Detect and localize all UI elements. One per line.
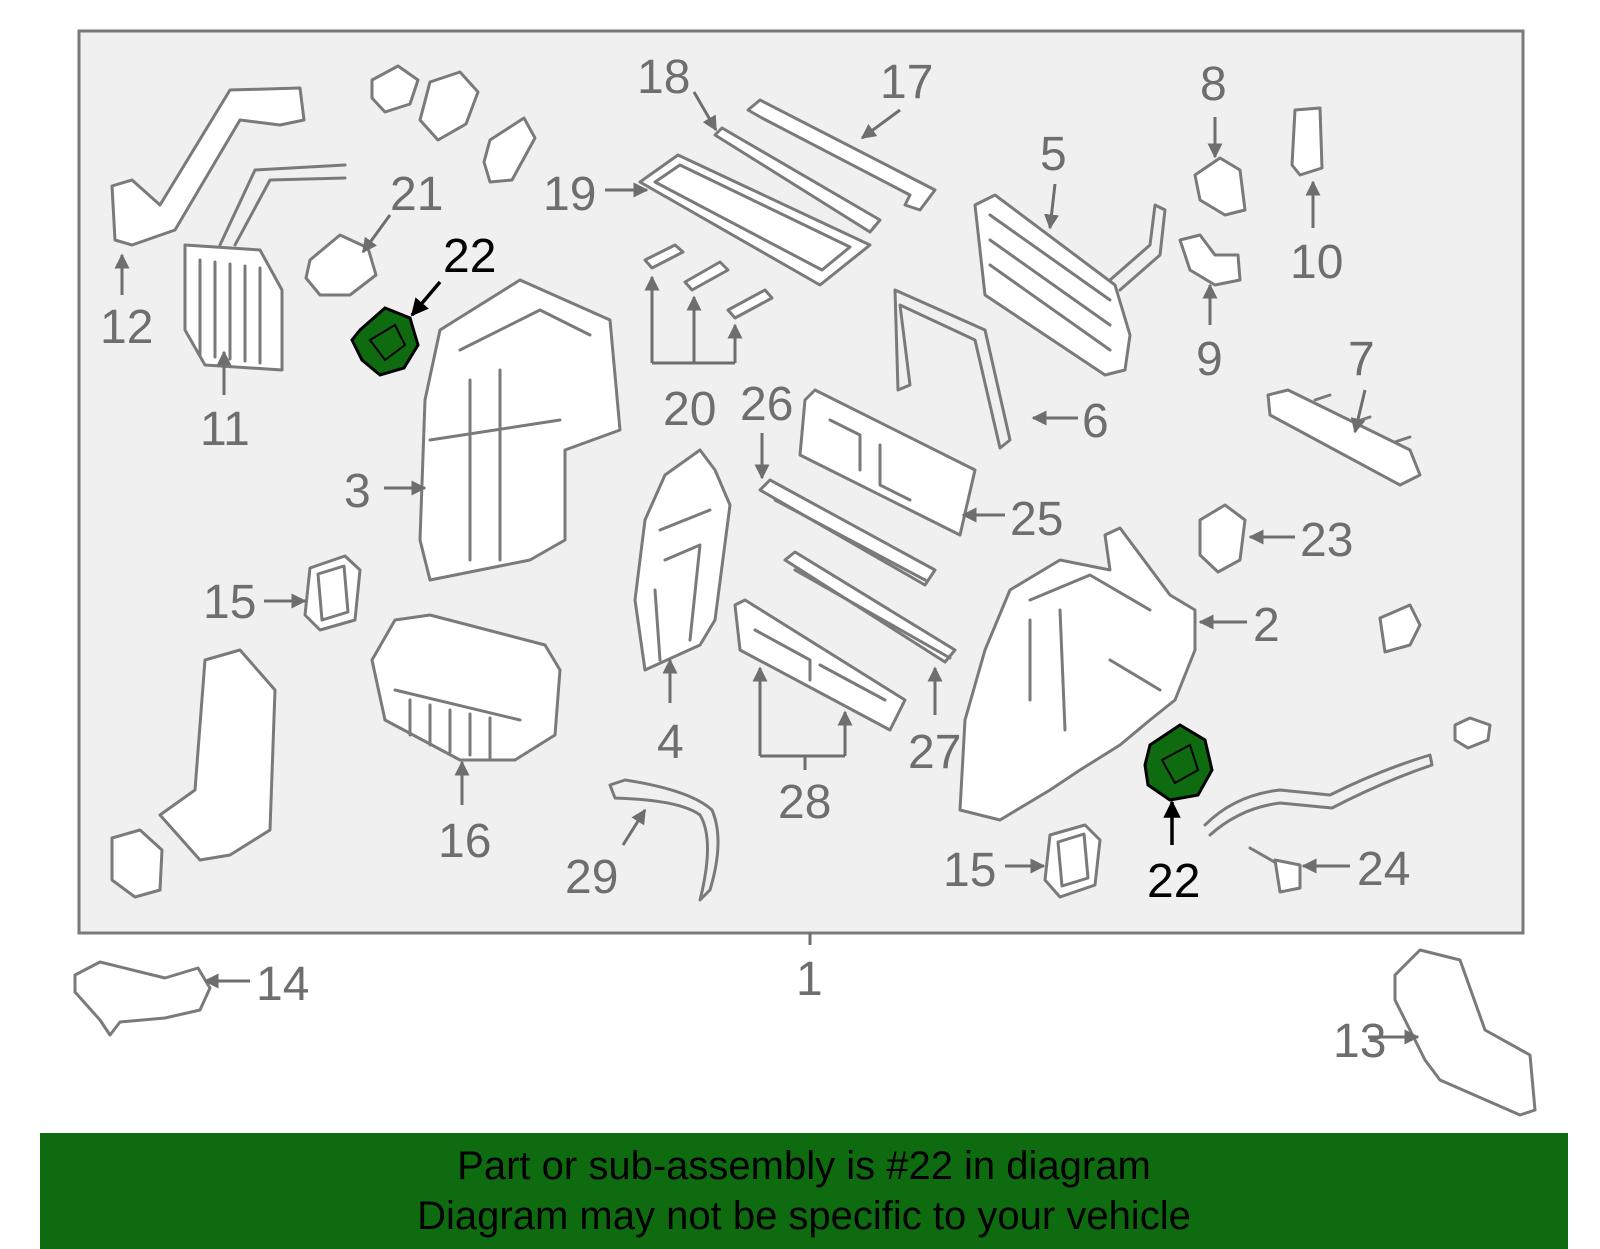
callout-21: 21 — [390, 168, 443, 221]
callout-13: 13 — [1333, 1015, 1386, 1068]
callout-15-right: 15 — [943, 844, 996, 897]
callout-10: 10 — [1290, 236, 1343, 289]
part-15-seal-left — [303, 554, 362, 632]
part-13-duct — [1393, 948, 1537, 1117]
callout-18: 18 — [637, 51, 690, 104]
part-25-26-doors — [758, 388, 977, 587]
callout-labels: 12 11 21 22 3 15 16 18 17 19 20 26 25 4 … — [100, 51, 1410, 1068]
part-29-hose — [608, 778, 720, 902]
callout-12: 12 — [100, 301, 153, 354]
callout-24: 24 — [1357, 843, 1410, 896]
callout-8: 8 — [1200, 58, 1227, 111]
part-27-door — [783, 550, 957, 664]
callout-5: 5 — [1040, 128, 1067, 181]
callout-7: 7 — [1348, 333, 1375, 386]
callout-22-lower: 22 — [1147, 855, 1200, 908]
callout-14: 14 — [256, 958, 309, 1011]
part-actuators-top — [370, 64, 537, 184]
callout-20: 20 — [663, 383, 716, 436]
callout-17: 17 — [880, 56, 933, 109]
part-7-bracket — [1266, 388, 1422, 487]
callout-15-left: 15 — [203, 576, 256, 629]
callout-1: 1 — [796, 953, 823, 1006]
callout-11: 11 — [200, 403, 250, 456]
part-17-18-19-filters — [638, 98, 937, 287]
part-23-sensor — [1198, 503, 1247, 574]
part-12-duct — [110, 86, 306, 247]
callout-29: 29 — [565, 851, 618, 904]
callout-26: 26 — [740, 378, 793, 431]
part-22-actuator-upper — [350, 306, 420, 377]
callout-22-upper: 22 — [443, 230, 496, 283]
part-10-sensor — [1290, 106, 1324, 177]
part-24-sensor — [1248, 846, 1302, 894]
part-15-seal-right — [1043, 823, 1102, 899]
leader-lines — [114, 91, 1420, 1045]
part-16-case — [370, 613, 562, 762]
callout-19: 19 — [543, 168, 596, 221]
part-2-housing — [958, 526, 1197, 822]
part-22-actuator-lower — [1143, 723, 1214, 802]
banner-line-1: Part or sub-assembly is #22 in diagram — [457, 1144, 1151, 1188]
part-cap — [1378, 603, 1422, 654]
callout-9: 9 — [1196, 333, 1223, 386]
callout-23: 23 — [1300, 514, 1353, 567]
part-6-seal — [893, 288, 1012, 450]
callout-25: 25 — [1010, 493, 1063, 546]
callout-28: 28 — [778, 776, 831, 829]
part-9-bracket — [1178, 233, 1242, 287]
part-28-doors — [733, 598, 907, 732]
callout-4: 4 — [657, 716, 684, 769]
part-21-motor-actuator — [304, 233, 378, 297]
callout-27: 27 — [908, 726, 961, 779]
part-14-duct — [73, 960, 212, 1037]
callout-6: 6 — [1082, 395, 1109, 448]
callout-3: 3 — [344, 465, 371, 518]
part-lower-left-duct — [110, 648, 277, 899]
part-11-heater-core — [183, 163, 347, 372]
part-pipe-right — [1203, 716, 1492, 837]
banner-line-2: Diagram may not be specific to your vehi… — [417, 1194, 1191, 1238]
callout-2: 2 — [1253, 599, 1280, 652]
callout-16: 16 — [438, 815, 491, 868]
part-5-evaporator — [973, 193, 1167, 377]
info-banner: Part or sub-assembly is #22 in diagram D… — [40, 1133, 1568, 1249]
part-4-door — [633, 448, 732, 672]
part-20-seals — [643, 243, 774, 320]
